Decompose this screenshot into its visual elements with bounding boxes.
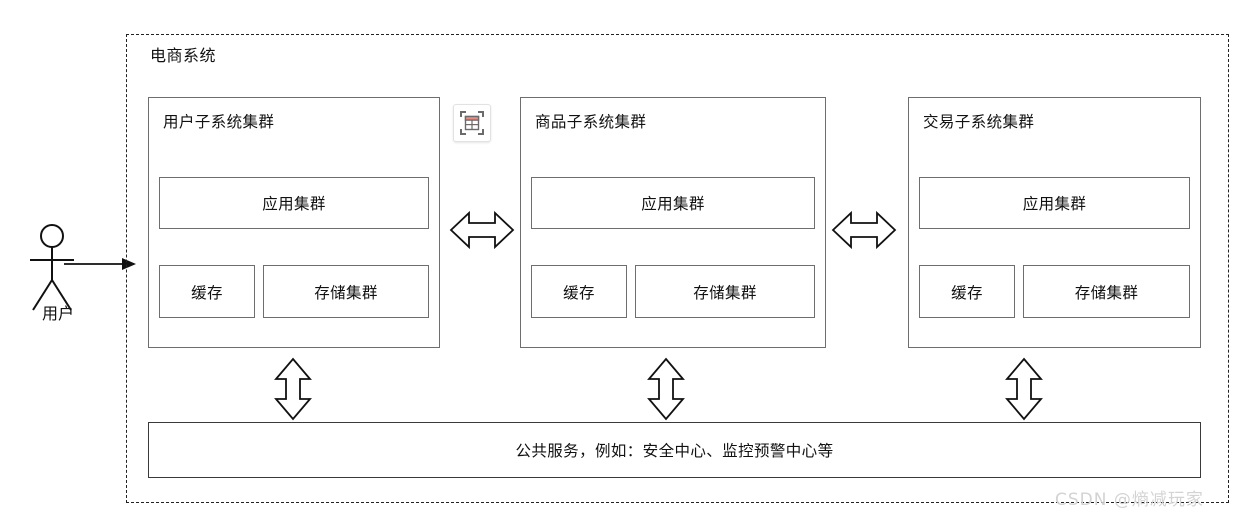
app-cluster-box[interactable]: 应用集群	[919, 177, 1190, 229]
actor-to-system-arrow-icon	[64, 250, 136, 278]
app-cluster-box[interactable]: 应用集群	[159, 177, 429, 229]
actor-user-label: 用户	[41, 304, 74, 323]
double-headed-vertical-arrow-icon	[1003, 357, 1045, 421]
app-cluster-box[interactable]: 应用集群	[531, 177, 815, 229]
system-boundary	[126, 34, 1229, 503]
cache-box[interactable]: 缓存	[531, 261, 630, 318]
subsystem-trade[interactable]: 交易子系统集群 应用集群 缓存 存储集群	[908, 97, 1201, 348]
subsystem-user[interactable]: 用户子系统集群 应用集群 缓存 存储集群	[148, 97, 440, 348]
double-headed-vertical-arrow-icon	[645, 357, 687, 421]
storage-cluster-box[interactable]: 存储集群	[1023, 261, 1193, 318]
subsystem-title: 商品子系统集群	[535, 113, 647, 131]
cache-box[interactable]: 缓存	[919, 261, 1018, 318]
double-headed-horizontal-arrow-icon	[831, 206, 897, 254]
actor-user-icon	[22, 222, 92, 322]
storage-cluster-box[interactable]: 存储集群	[635, 261, 818, 318]
double-headed-horizontal-arrow-icon	[449, 206, 515, 254]
cache-box[interactable]: 缓存	[159, 261, 258, 318]
subsystem-product[interactable]: 商品子系统集群 应用集群 缓存 存储集群	[520, 97, 826, 348]
public-services-box[interactable]: 公共服务，例如：安全中心、监控预警中心等	[148, 422, 1201, 478]
subsystem-title: 用户子系统集群	[163, 113, 275, 131]
system-title: 电商系统	[150, 46, 217, 65]
double-headed-vertical-arrow-icon	[272, 357, 314, 421]
storage-cluster-box[interactable]: 存储集群	[263, 261, 432, 318]
subsystem-title: 交易子系统集群	[923, 113, 1035, 131]
watermark: CSDN @熵减玩家	[1055, 490, 1204, 510]
insert-table-icon[interactable]	[453, 104, 491, 142]
